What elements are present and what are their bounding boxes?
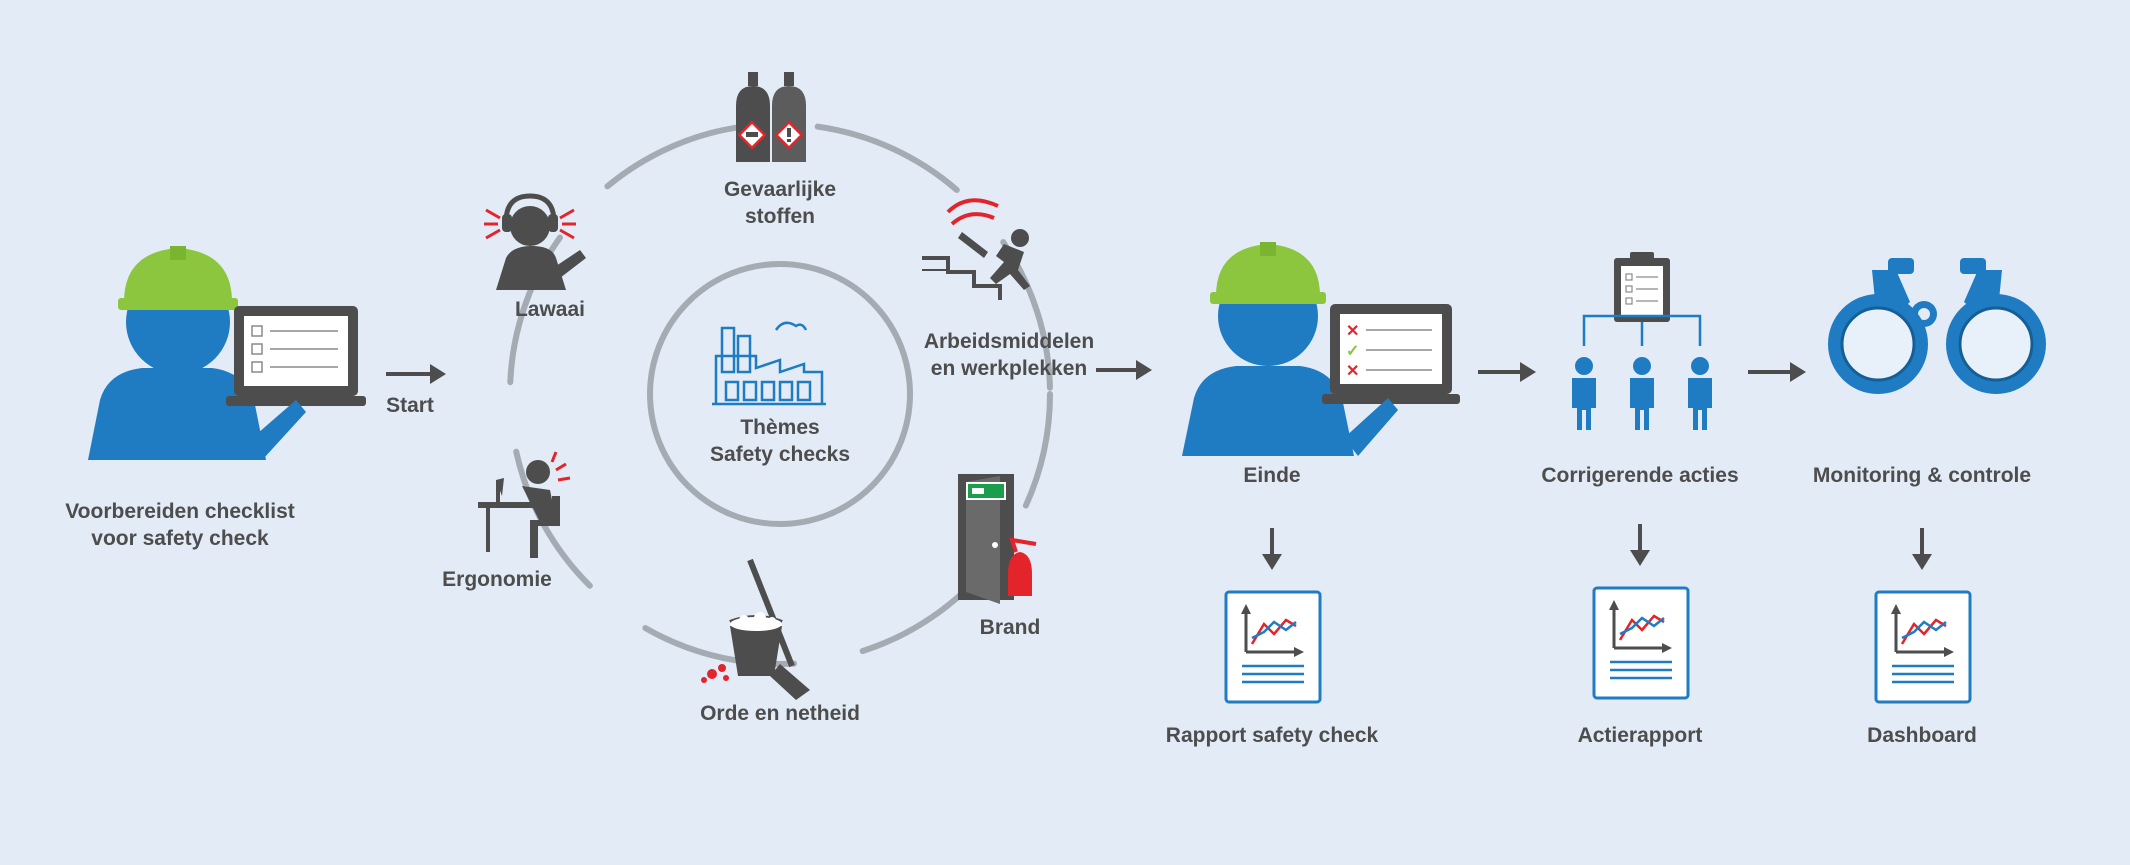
label-dashboard: Dashboard <box>1867 724 1977 747</box>
svg-text:✓: ✓ <box>1346 343 1359 360</box>
label-lawaai: Lawaai <box>514 298 586 321</box>
ergonomics-icon <box>478 451 571 558</box>
label-actierapport: Actierapport <box>1577 724 1703 747</box>
label-arbeidsmiddelen: Arbeidsmiddelen en werkplekken <box>923 330 1095 380</box>
report-doc-icon-actierapport <box>1592 586 1690 700</box>
team-clipboard-icon <box>1572 252 1712 430</box>
label-voorbereiden: Voorbereiden checklist voor safety check <box>65 500 295 550</box>
arrow-start <box>386 364 446 384</box>
label-monitoring-controle: Monitoring & controle <box>1812 464 2032 487</box>
label-themes-center: Thèmes Safety checks <box>709 416 851 466</box>
svg-text:✕: ✕ <box>1346 323 1359 340</box>
arrow-to-monitoring <box>1748 362 1806 382</box>
factory-icon <box>712 321 826 406</box>
stairs-fall-icon <box>922 198 1030 300</box>
bucket-broom-icon <box>701 558 810 700</box>
worker-checklist-icon: ✕ ✓ ✕ <box>1182 242 1460 456</box>
label-einde: Einde <box>1243 464 1301 487</box>
label-brand: Brand <box>979 616 1041 639</box>
noise-person-icon <box>484 193 586 290</box>
label-gevaarlijke-stoffen: Gevaarlijke stoffen <box>723 178 837 228</box>
label-orde-netheid: Orde en netheid <box>700 702 860 725</box>
label-start: Start <box>386 394 434 417</box>
svg-text:✕: ✕ <box>1346 363 1359 380</box>
arrow-to-einde <box>1096 360 1152 380</box>
fire-door-icon <box>958 474 1037 604</box>
label-rapport-safety-check: Rapport safety check <box>1165 724 1379 747</box>
down-arrows <box>1262 524 1932 570</box>
report-doc-icon-rapport <box>1224 590 1322 704</box>
label-corrigerende-acties: Corrigerende acties <box>1541 464 1739 487</box>
label-ergonomie: Ergonomie <box>442 568 552 591</box>
binoculars-icon <box>1828 258 2046 394</box>
arrow-to-corrigerende <box>1478 362 1536 382</box>
worker-laptop-icon <box>88 246 366 460</box>
hazardous-bottles-icon <box>736 72 806 162</box>
report-doc-icon-dashboard <box>1874 590 1972 704</box>
